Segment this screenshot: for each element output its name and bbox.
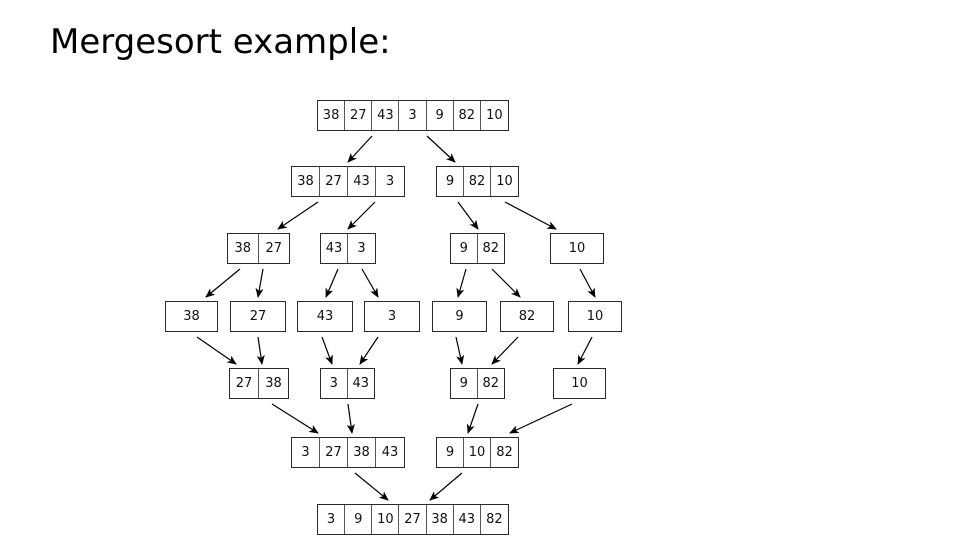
array-cell: 3 [399, 101, 427, 130]
array-cell: 43 [316, 309, 334, 324]
array-cell: 9 [427, 101, 454, 130]
arrow-L2-1-to-L3-3 [361, 268, 379, 298]
arrow-L3-6-to-L4-3 [577, 336, 593, 365]
array-cell: 38 [348, 438, 376, 467]
array-cell: 9 [451, 234, 478, 263]
array-box: 10 [553, 368, 606, 399]
array-cell: 10 [586, 309, 604, 324]
array-box: 9 82 [450, 368, 505, 399]
array-box: 3 [364, 301, 420, 332]
array-cell: 9 [437, 167, 464, 196]
array-box: 38 27 [227, 233, 290, 264]
array-cell: 43 [381, 445, 399, 460]
array-cell: 43 [348, 167, 376, 196]
array-cell: 43 [352, 376, 370, 391]
array-box: 9 82 [450, 233, 505, 264]
arrow-L2-0-to-L3-1 [255, 268, 264, 298]
arrow-L2-2-to-L3-5 [491, 268, 521, 298]
array-box: 43 3 [320, 233, 376, 264]
array-box: 38 [165, 301, 218, 332]
array-cell: 3 [321, 369, 348, 398]
array-cell: 38 [265, 376, 282, 391]
array-cell: 82 [518, 309, 536, 324]
array-cell: 3 [357, 241, 366, 256]
arrow-L1-1-to-L2-3 [504, 201, 557, 230]
arrow-L1-0-to-L2-1 [347, 201, 376, 230]
array-cell: 82 [486, 512, 503, 527]
array-cell: 27 [320, 167, 348, 196]
array-cell: 3 [318, 505, 346, 534]
array-cell: 3 [385, 174, 395, 189]
page-title: Mergesort example: [50, 22, 391, 62]
array-cell: 27 [265, 241, 283, 256]
array-cell: 38 [183, 309, 200, 324]
array-cell: 38 [292, 167, 320, 196]
arrow-L3-2-to-L4-1 [321, 336, 333, 365]
array-cell: 10 [464, 438, 491, 467]
arrow-L3-4-to-L4-2 [455, 336, 465, 365]
array-cell: 27 [399, 505, 427, 534]
arrow-L1-1-to-L2-2 [457, 201, 479, 230]
arrow-L1-0-to-L2-0 [277, 201, 319, 230]
array-cell: 82 [454, 101, 481, 130]
array-cell: 27 [249, 309, 267, 324]
arrow-L3-3-to-L4-1 [359, 336, 379, 365]
arrow-L3-0-to-L4-0 [196, 336, 237, 365]
arrow-L3-1-to-L4-0 [256, 336, 265, 365]
array-cell: 38 [228, 234, 259, 263]
arrow-L4-1-to-L5-0 [346, 403, 355, 434]
array-box: 10 [568, 301, 622, 332]
arrow-L5-1-to-L6-0 [429, 472, 463, 501]
arrow-L2-0-to-L3-0 [205, 268, 241, 298]
array-box: 82 [500, 301, 554, 332]
array-cell: 9 [451, 369, 478, 398]
arrow-L2-2-to-L3-4 [456, 268, 467, 298]
arrow-L3-5-to-L4-2 [491, 336, 519, 365]
array-cell: 27 [320, 438, 348, 467]
array-cell: 3 [387, 309, 397, 324]
array-box: 3 43 [320, 368, 375, 399]
array-cell: 43 [372, 101, 400, 130]
array-cell: 38 [318, 101, 346, 130]
array-box: 10 [550, 233, 604, 264]
array-cell: 82 [482, 376, 500, 391]
array-cell: 27 [345, 101, 373, 130]
arrow-L0-0-to-L1-1 [426, 135, 456, 163]
array-box: 27 38 [229, 368, 289, 399]
array-cell: 82 [464, 167, 491, 196]
arrow-L2-1-to-L3-2 [325, 268, 339, 298]
arrow-L2-3-to-L3-6 [579, 268, 596, 298]
array-cell: 3 [292, 438, 320, 467]
array-cell: 10 [486, 108, 503, 123]
arrow-L4-3-to-L5-1 [509, 403, 573, 434]
array-cell: 9 [437, 438, 464, 467]
array-box: 43 [297, 301, 353, 332]
array-cell: 82 [482, 241, 500, 256]
arrow-L0-0-to-L1-0 [347, 135, 373, 163]
array-cell: 43 [321, 234, 348, 263]
array-cell: 43 [454, 505, 481, 534]
array-cell: 27 [230, 369, 259, 398]
array-box: 27 [230, 301, 286, 332]
array-cell: 10 [496, 174, 513, 189]
array-cell: 38 [427, 505, 454, 534]
arrow-L4-2-to-L5-1 [466, 403, 479, 434]
array-cell: 82 [496, 445, 513, 460]
array-cell: 9 [345, 505, 373, 534]
array-cell: 9 [455, 309, 464, 324]
array-cell: 10 [372, 505, 400, 534]
array-cell: 10 [568, 241, 586, 256]
array-box: 9 [432, 301, 487, 332]
arrow-L4-0-to-L5-0 [271, 403, 319, 434]
array-cell: 10 [571, 376, 588, 391]
arrow-L5-0-to-L6-0 [354, 472, 389, 501]
